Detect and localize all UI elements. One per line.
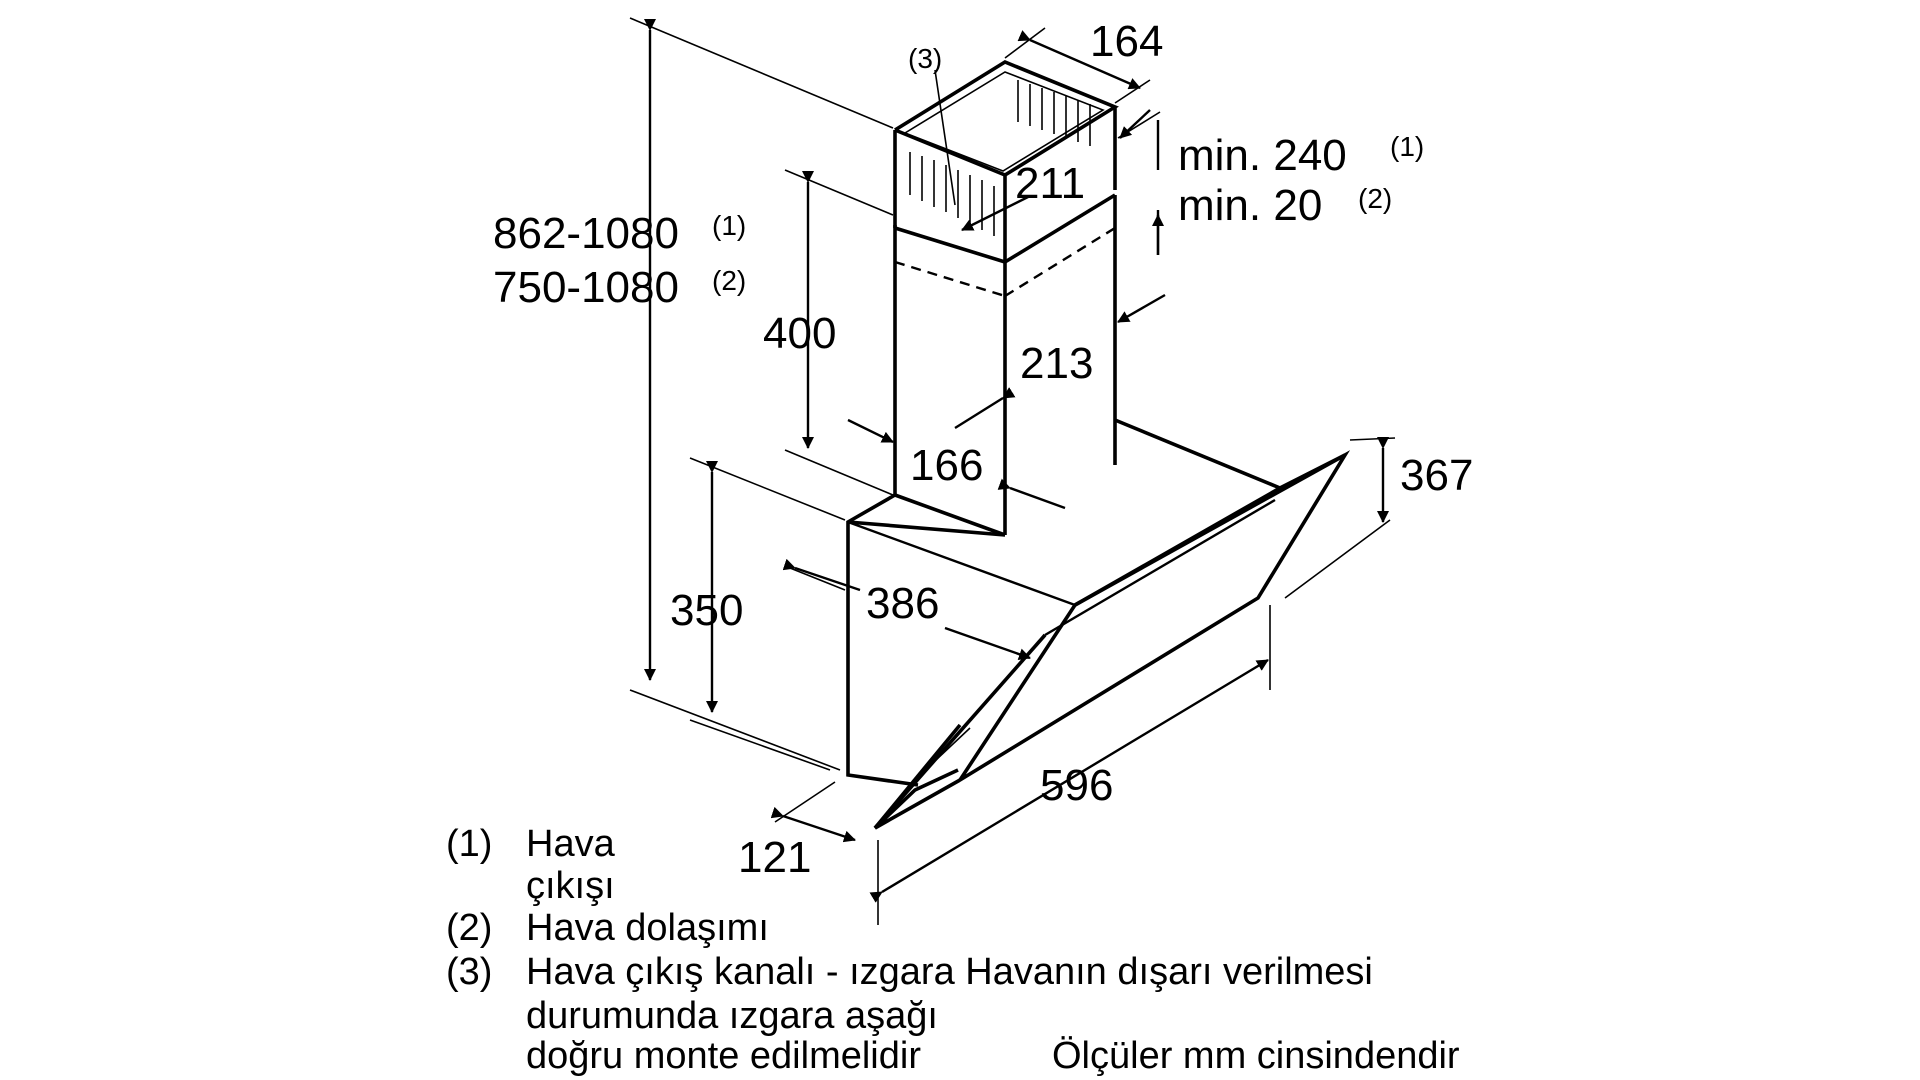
legend-1-num: (1) bbox=[446, 823, 492, 865]
dim-total-width: 596 bbox=[1040, 761, 1113, 810]
dim-total-height-1-ref: (1) bbox=[712, 210, 746, 241]
dim-min-20: min. 20 bbox=[1178, 181, 1322, 230]
dim-chimney-width: 213 bbox=[1020, 339, 1093, 388]
dim-body-height: 350 bbox=[670, 586, 743, 635]
legend-3-line-2: durumunda ızgara aşağı bbox=[526, 995, 938, 1037]
dim-inner-duct: 211 bbox=[1015, 159, 1085, 208]
legend-1-line-1: Hava bbox=[526, 823, 616, 865]
legend-2-line-1: Hava dolaşımı bbox=[526, 907, 769, 949]
dim-total-height-2: 750-1080 bbox=[493, 263, 679, 312]
legend-1-line-2: çıkışı bbox=[526, 865, 615, 907]
grille-ref-label: (3) bbox=[908, 43, 942, 74]
legend-3-line-1: Hava çıkış kanalı - ızgara Havanın dışar… bbox=[526, 951, 1373, 993]
legend-2-num: (2) bbox=[446, 907, 492, 949]
dim-chimney-depth: 166 bbox=[910, 441, 983, 490]
dim-min-240: min. 240 bbox=[1178, 131, 1347, 180]
dimension-labels: 862-1080 (1) 750-1080 (2) 164 (3) 211 mi… bbox=[493, 17, 1473, 882]
legend: (1) Hava çıkışı (2) Hava dolaşımı (3) Ha… bbox=[446, 823, 1460, 1077]
dim-total-height-2-ref: (2) bbox=[712, 265, 746, 296]
units-note: Ölçüler mm cinsindendir bbox=[1052, 1035, 1460, 1077]
dim-min-240-ref: (1) bbox=[1390, 131, 1424, 162]
dim-chimney-top-width: 164 bbox=[1090, 17, 1163, 66]
grille-slots bbox=[909, 80, 1091, 236]
dim-min-20-ref: (2) bbox=[1358, 183, 1392, 214]
legend-3-line-3: doğru monte edilmelidir bbox=[526, 1035, 921, 1077]
dim-body-depth: 386 bbox=[866, 579, 939, 628]
dim-chimney-height: 400 bbox=[763, 309, 836, 358]
legend-3-num: (3) bbox=[446, 951, 492, 993]
dimension-lines bbox=[629, 17, 1396, 925]
dim-wall-offset: 121 bbox=[738, 833, 811, 882]
dim-glass-height: 367 bbox=[1400, 451, 1473, 500]
dim-total-height-1: 862-1080 bbox=[493, 209, 679, 258]
